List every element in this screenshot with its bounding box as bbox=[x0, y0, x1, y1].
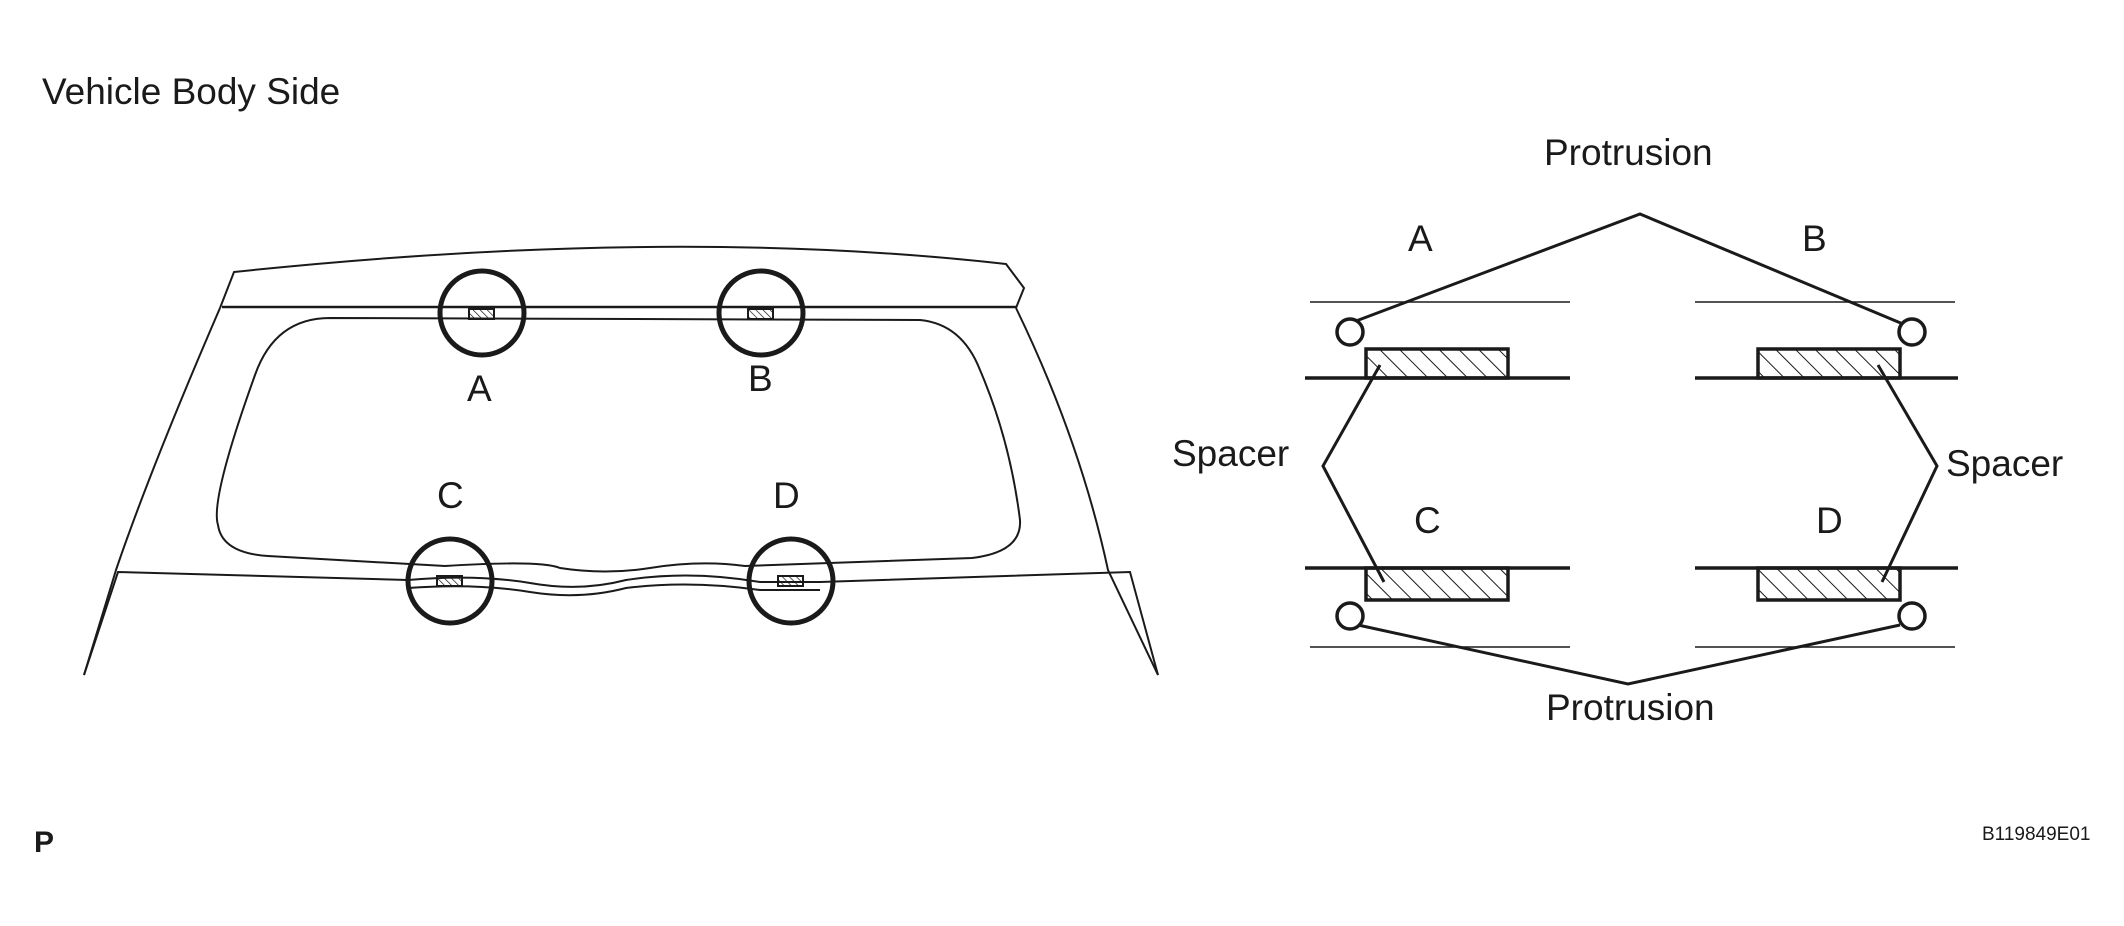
rear-window-outline bbox=[215, 316, 1022, 573]
spacer-right-label: Spacer bbox=[1946, 443, 2063, 484]
clip-callout-B bbox=[716, 268, 806, 358]
body-right-side bbox=[1015, 307, 1159, 676]
clip-callout-A bbox=[437, 268, 527, 358]
leader-spacer-left bbox=[1321, 364, 1386, 583]
page-title: Vehicle Body Side bbox=[42, 71, 340, 112]
detail-label-B: B bbox=[1802, 218, 1827, 259]
spacer-D bbox=[1756, 566, 1902, 602]
lower-panel-line-lower bbox=[407, 583, 820, 597]
spoiler-outline bbox=[219, 245, 1026, 309]
detail-label-A: A bbox=[1408, 218, 1433, 259]
clip-callout-D bbox=[746, 536, 836, 626]
protrusion-D bbox=[1897, 601, 1927, 631]
clip-circle-D bbox=[746, 536, 836, 626]
bumper-outline bbox=[83, 570, 1159, 676]
protrusion-bottom-label: Protrusion bbox=[1546, 687, 1715, 728]
clip-marker-A bbox=[468, 308, 495, 320]
clip-circle-C bbox=[405, 536, 495, 626]
spacer-B bbox=[1756, 347, 1902, 380]
clip-marker-B bbox=[747, 308, 774, 320]
body-left-side bbox=[83, 307, 221, 676]
leader-spacer-right bbox=[1876, 364, 1939, 583]
figure-code: B119849E01 bbox=[1982, 824, 2090, 845]
clip-label-A: A bbox=[467, 368, 492, 409]
clip-label-B: B bbox=[748, 358, 773, 399]
clip-label-D: D bbox=[773, 475, 800, 516]
lower-panel-line-upper bbox=[407, 574, 820, 588]
clip-callout-C bbox=[405, 536, 495, 626]
spacer-C bbox=[1364, 566, 1510, 602]
protrusion-C bbox=[1335, 601, 1365, 631]
clip-marker-D bbox=[777, 575, 804, 587]
clip-marker-C bbox=[436, 575, 463, 587]
leader-protrusion-top bbox=[1355, 212, 1904, 326]
protrusion-B bbox=[1897, 317, 1927, 347]
clip-circle-A bbox=[437, 268, 527, 358]
detail-label-D: D bbox=[1816, 500, 1843, 541]
detail-label-C: C bbox=[1414, 500, 1441, 541]
spacer-left-label: Spacer bbox=[1172, 433, 1289, 474]
vehicle-rear-outline bbox=[83, 245, 1159, 676]
clip-circle-B bbox=[716, 268, 806, 358]
corner-mark: P bbox=[34, 826, 54, 859]
leader-protrusion-bottom bbox=[1357, 623, 1901, 686]
spacer-A bbox=[1364, 347, 1510, 380]
clip-label-C: C bbox=[437, 475, 464, 516]
protrusion-A bbox=[1335, 317, 1365, 347]
protrusion-top-label: Protrusion bbox=[1544, 132, 1713, 173]
leader-lines bbox=[1321, 212, 1939, 686]
